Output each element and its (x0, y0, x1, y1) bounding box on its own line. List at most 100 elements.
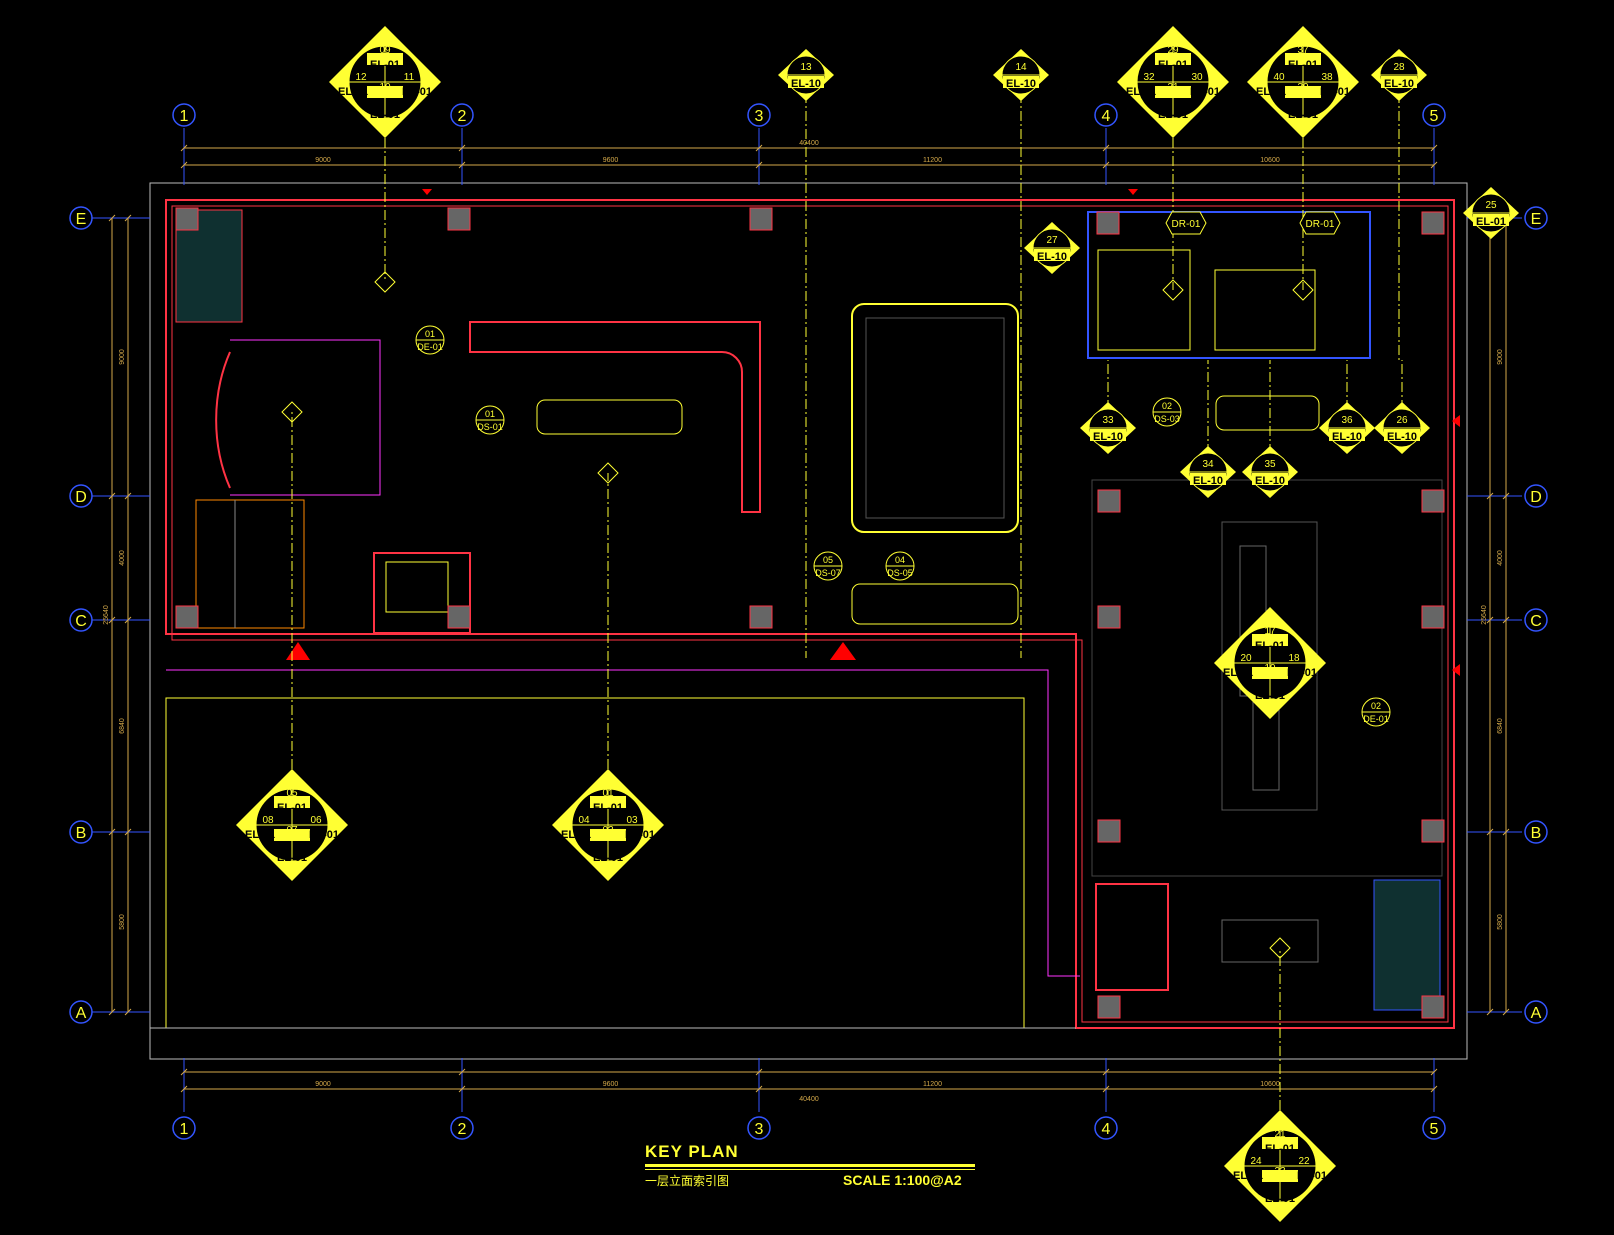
dimension-tick (1102, 1068, 1110, 1076)
dimension-text: 9000 (315, 1081, 331, 1088)
grid-label: 4 (1102, 108, 1111, 125)
dimension-tick (124, 616, 132, 624)
dimension-text: 4000 (1497, 550, 1504, 566)
grid-label: 4 (1102, 1121, 1111, 1138)
marker-code-top: EL-01 (277, 802, 307, 814)
marker-code-right: EL-01 (1190, 86, 1220, 98)
grid-label: D (75, 489, 87, 506)
dimension-tick (1502, 1008, 1510, 1016)
marker-code-bottom: EL-01 (1158, 109, 1188, 121)
dimension-tick (755, 1068, 763, 1076)
marker-num-top: 09 (379, 45, 391, 56)
marker-code-bottom: EL-01 (277, 852, 307, 864)
grid-label: A (1531, 1005, 1542, 1022)
dimension-text: 9600 (603, 157, 619, 164)
dimension-tick (108, 616, 116, 624)
dimension-tick (1102, 144, 1110, 152)
dimension-text: 9000 (315, 157, 331, 164)
dimension-text: 11200 (923, 157, 942, 164)
grid-bubble (1524, 484, 1548, 508)
section-code: EL-10 (1193, 475, 1223, 487)
dimension-tick (124, 1008, 132, 1016)
section-code: EL-01 (1476, 216, 1506, 228)
title-underline (645, 1164, 975, 1167)
marker-num-left: 24 (1250, 1156, 1262, 1167)
marker-label-bg (367, 86, 403, 98)
detail-tag-num: 01 (485, 409, 495, 419)
section-code: EL-10 (791, 78, 821, 90)
marker-num-top: 37 (1297, 45, 1309, 56)
section-num: 26 (1396, 415, 1408, 426)
section-code: EL-10 (1255, 475, 1285, 487)
dimension-tick (1502, 616, 1510, 624)
section-code: EL-10 (1093, 431, 1123, 443)
marker-num-top: 05 (286, 788, 298, 799)
dimension-text: 5800 (1497, 914, 1504, 930)
section-code: EL-10 (1332, 431, 1362, 443)
section-code-bg (1034, 249, 1070, 261)
dimension-tick (180, 1085, 188, 1093)
grid-label: 2 (458, 108, 467, 125)
grid-label: E (1531, 211, 1542, 228)
dimension-tick (124, 492, 132, 500)
grid-label: 5 (1430, 108, 1439, 125)
marker-num-bottom: 02 (602, 825, 614, 836)
marker-code-top: EL-01 (1255, 640, 1285, 652)
title-block: KEY PLAN 一层立面索引图 SCALE 1:100@A2 (645, 1142, 975, 1188)
dimension-total: 40400 (799, 140, 819, 147)
dimension-tick (1102, 1085, 1110, 1093)
dimension-tick (1430, 1068, 1438, 1076)
dimension-tick (1486, 1008, 1494, 1016)
marker-target (374, 271, 396, 293)
marker-code-top: EL-01 (1265, 1143, 1295, 1155)
building-outline (149, 182, 1468, 1060)
grid-bubble (747, 103, 771, 127)
dimension-text: 4000 (119, 550, 126, 566)
marker-num-bottom: 39 (1297, 82, 1309, 93)
marker-label-bg (367, 53, 403, 65)
dimension-tick (124, 214, 132, 222)
dimension-tick (1430, 144, 1438, 152)
dimension-tick (1430, 1085, 1438, 1093)
grid-label: D (1530, 489, 1542, 506)
detail-tag-code: DS-05 (887, 568, 913, 578)
marker-code-left: EL-01 (1126, 86, 1156, 98)
marker-label-bg (1252, 667, 1288, 679)
dimension-tick (108, 828, 116, 836)
marker-num-left: 12 (355, 72, 367, 83)
marker-num-top: 01 (602, 788, 614, 799)
marker-code-right: EL-01 (1287, 667, 1317, 679)
section-num: 28 (1393, 62, 1405, 73)
grid-bubble (69, 484, 93, 508)
dimension-text: 11200 (923, 1081, 942, 1088)
marker-label-bg (590, 829, 626, 841)
dimension-text: 10600 (1260, 157, 1280, 164)
marker-num-right: 03 (626, 815, 638, 826)
marker-label-bg (1252, 634, 1288, 646)
marker-code-left: EL-01 (1233, 1170, 1263, 1182)
marker-code-top: EL-01 (1158, 59, 1188, 71)
detail-tag-num: 05 (823, 555, 833, 565)
section-code-bg (1329, 429, 1365, 441)
marker-label-bg (1285, 86, 1321, 98)
marker-num-right: 11 (404, 72, 415, 83)
marker-code-bottom: EL-01 (1288, 109, 1318, 121)
marker-code-left: EL-01 (1223, 667, 1253, 679)
detail-tag-num: 04 (895, 555, 905, 565)
marker-code-bottom: EL-01 (370, 109, 400, 121)
section-code-bg (1090, 429, 1126, 441)
marker-label-bg (274, 829, 310, 841)
grid-bubble (172, 1116, 196, 1140)
detail-tag-num: 02 (1371, 701, 1381, 711)
